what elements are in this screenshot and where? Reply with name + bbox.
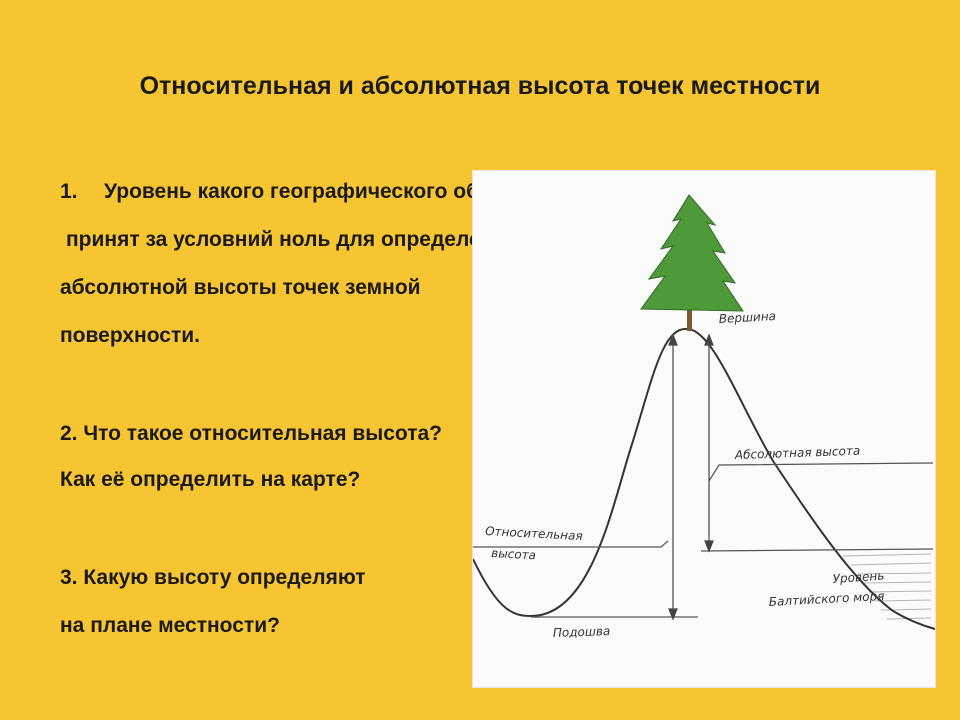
tree-icon xyxy=(640,194,744,331)
question-3-line-1: 3. Какую высоту определяют xyxy=(60,566,366,589)
question-1-number: 1. xyxy=(60,180,78,203)
label-relative-height-2: высота xyxy=(491,546,537,562)
question-1-line-4: поверхности. xyxy=(60,324,200,347)
question-3-line-2: на плане местности? xyxy=(60,614,280,637)
mountain-profile xyxy=(472,327,936,630)
relative-height-line xyxy=(473,540,669,548)
label-relative-height-1: Относительная xyxy=(485,524,583,543)
slide-title: Относительная и абсолютная высота точек … xyxy=(139,72,821,100)
label-foot: Подошва xyxy=(553,624,611,640)
absolute-height-line xyxy=(708,462,934,482)
mountain-drawing: Вершина Абсолютная высота Относительная … xyxy=(472,170,936,688)
label-absolute-height: Абсолютная высота xyxy=(734,444,861,462)
question-1-line-1: 1. Уровень какого географического объекта xyxy=(60,180,538,204)
absolute-height-arrow xyxy=(704,333,714,553)
label-sea-level-2: Балтийского моря xyxy=(768,589,884,609)
question-2-line-1: 2. Что такое относительная высота? xyxy=(60,422,443,445)
question-1-line-2: принят за условний ноль для определения xyxy=(66,228,519,251)
question-1-text: Уровень какого географического объекта xyxy=(104,180,539,203)
label-summit: Вершина xyxy=(718,309,776,326)
mountain-diagram: Вершина Абсолютная высота Относительная … xyxy=(472,194,936,640)
label-sea-level-1: Уровень xyxy=(832,568,885,586)
question-1-line-3: абсолютной высоты точек земной xyxy=(60,276,421,299)
sea-water xyxy=(842,553,932,620)
sea-level-line xyxy=(700,548,934,552)
question-2-line-2: Как её определить на карте? xyxy=(60,468,361,491)
relative-height-arrow xyxy=(668,333,678,621)
